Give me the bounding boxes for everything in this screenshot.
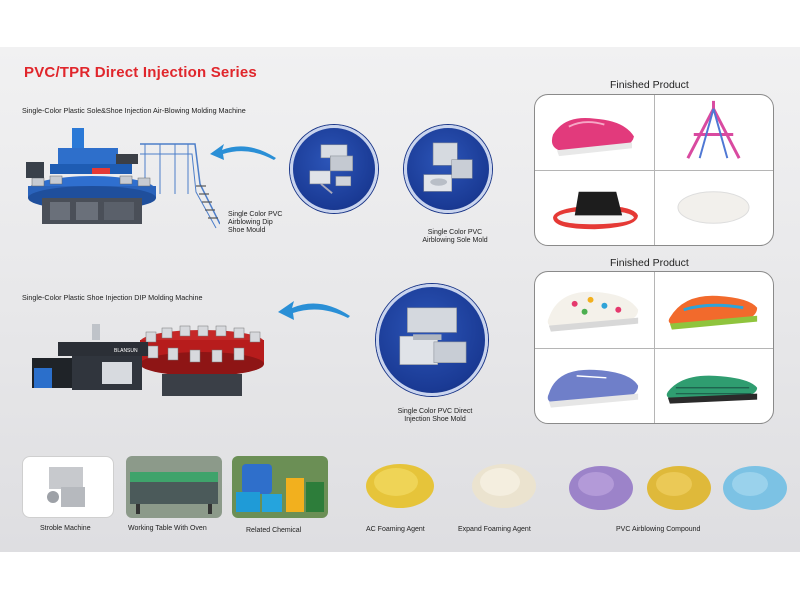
orange-sneaker-image	[668, 295, 758, 330]
dip-shoe-mould-image	[290, 125, 378, 213]
arrow-icon	[210, 144, 276, 160]
slide-sandal-image	[553, 191, 638, 230]
accessory-label-working-table: Working Table With Oven	[128, 525, 207, 532]
machine1-label: Single-Color Plastic Sole&Shoe Injection…	[22, 106, 246, 115]
yellow-compound-image	[647, 466, 711, 510]
finished-product-label-2: Finished Product	[610, 257, 689, 269]
accessory-label-pvc-compound: PVC Airblowing Compound	[616, 526, 701, 533]
purple-compound-image	[569, 466, 633, 510]
machine2-label: Single-Color Plastic Shoe Injection DIP …	[22, 293, 203, 302]
related-chemical-image	[232, 456, 328, 518]
direct-injection-shoe-mold-image	[376, 284, 488, 396]
finished-product-label-1: Finished Product	[610, 79, 689, 91]
sole-mold-image	[404, 125, 492, 213]
working-table-oven-image	[126, 456, 222, 518]
accessory-label-chemical: Related Chemical	[246, 527, 302, 534]
blue-compound-image	[723, 466, 787, 510]
expand-foaming-agent-image	[472, 464, 536, 508]
air-blowing-machine-image	[26, 128, 220, 229]
floral-canvas-shoe-image	[547, 291, 639, 332]
pink-slip-on-shoe-image	[551, 118, 634, 157]
page-title: PVC/TPR Direct Injection Series	[24, 64, 257, 81]
ac-foaming-agent-image	[366, 464, 434, 508]
finished-product-panel-1	[534, 94, 774, 246]
finished-product-panel-2	[534, 271, 774, 424]
arrow-icon	[278, 301, 350, 320]
dip-molding-machine-image: BLANSUN	[32, 324, 264, 396]
mould-a-label: Single Color PVC Airblowing Dip Shoe Mou…	[228, 211, 283, 234]
brand-text: BLANSUN	[114, 348, 138, 354]
mould-c-label: Single Color PVC Direct Injection Shoe M…	[397, 408, 473, 423]
hanger-product-image	[686, 100, 741, 159]
blue-lace-shoe-image	[547, 369, 639, 408]
green-knit-shoe-image	[666, 375, 758, 404]
accessory-label-expand-foaming: Expand Foaming Agent	[458, 526, 531, 533]
accessory-label-ac-foaming: AC Foaming Agent	[366, 526, 425, 533]
stroble-machine-image	[22, 456, 114, 518]
white-sole-image	[677, 191, 750, 224]
accessory-label-stroble: Stroble Machine	[40, 525, 91, 532]
mould-b-label: Single Color PVC Airblowing Sole Mold	[422, 229, 488, 244]
